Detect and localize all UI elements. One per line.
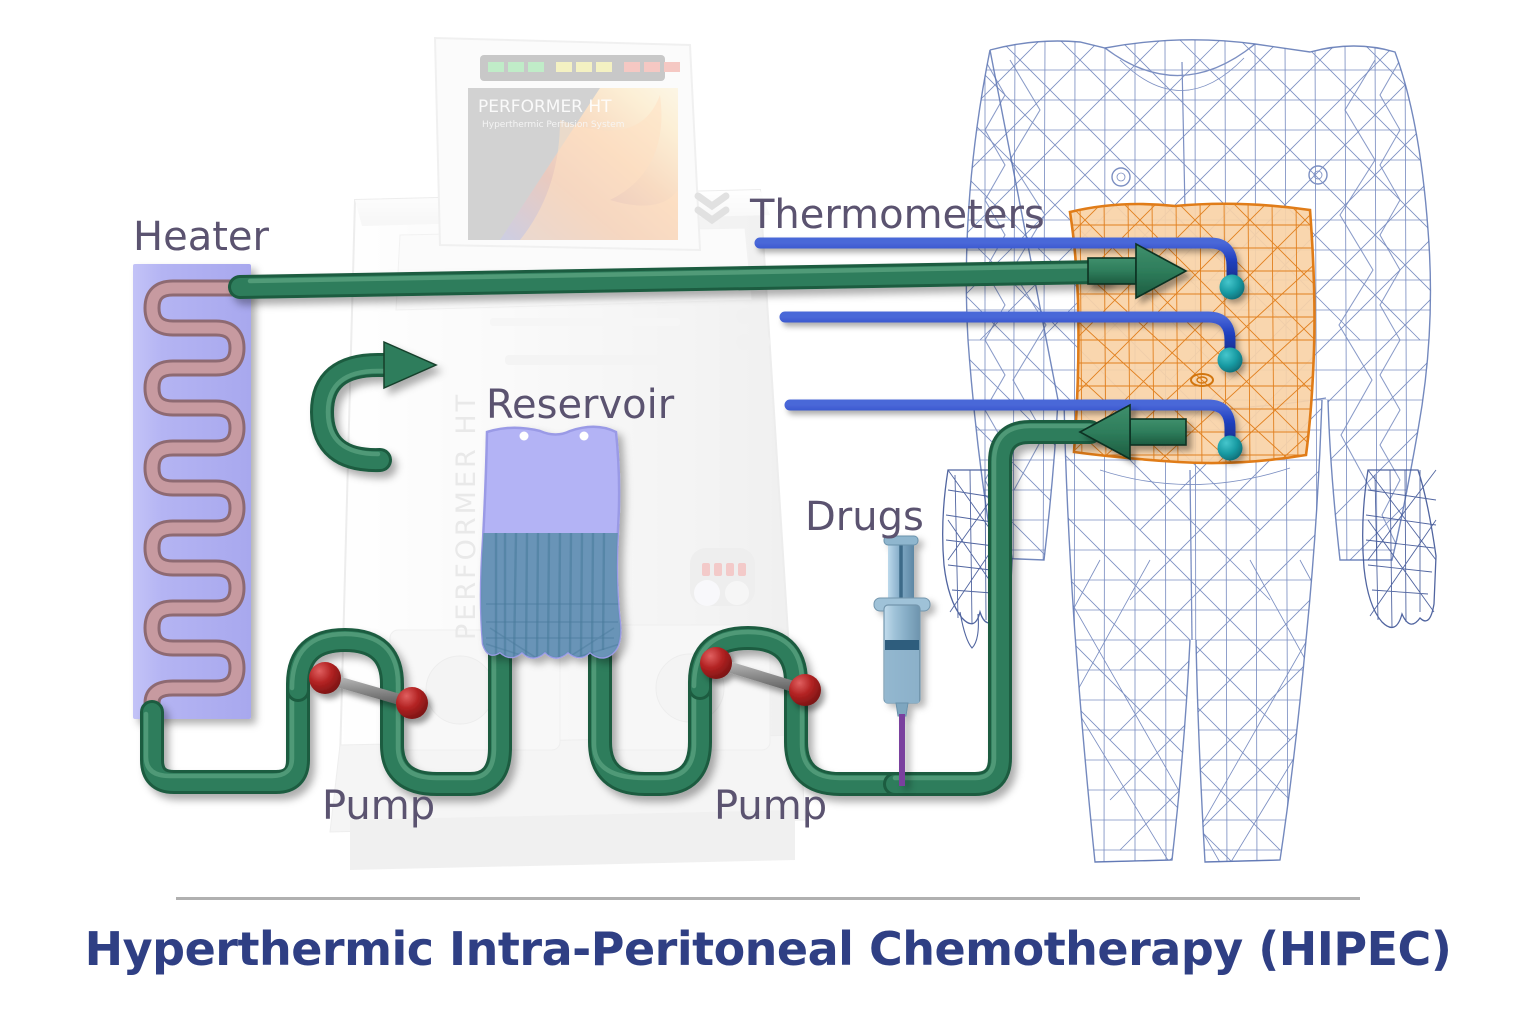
thermometer-tip-2 [1217, 347, 1243, 373]
tube-heater-bottom-to-pump1 [140, 678, 310, 794]
svg-text:PERFORMER HT: PERFORMER HT [451, 392, 482, 640]
label-pump-left: Pump [322, 783, 436, 829]
thermometer-tip-3 [1217, 435, 1243, 461]
label-thermometers: Thermometers [750, 192, 1045, 238]
tube-pump1-arch [286, 628, 512, 796]
flow-arrow-outflow [1078, 403, 1187, 461]
title-divider [176, 897, 1360, 900]
machine-control-panel [690, 548, 755, 606]
label-reservoir: Reservoir [486, 382, 675, 428]
thermometer-probe-3 [784, 399, 1236, 447]
right-hand-mesh [1362, 469, 1437, 629]
label-pump-right: Pump [714, 783, 828, 829]
label-heater: Heater [133, 214, 269, 260]
tube-outflow-riser [883, 420, 1102, 796]
thermometer-tip-1 [1219, 274, 1245, 300]
monitor-led-row [488, 62, 680, 72]
pump-right-mechanism [700, 647, 821, 706]
figure-title: Hyperthermic Intra-Peritoneal Chemothera… [84, 922, 1452, 976]
flow-arrow-inflow [1087, 242, 1188, 300]
svg-text:PERFORMER HT: PERFORMER HT [478, 97, 612, 117]
reservoir-eyelet-left [519, 431, 529, 441]
label-drugs: Drugs [805, 494, 924, 540]
thermometer-probe-1 [754, 237, 1238, 286]
svg-text:Hyperthermic Perfusion System: Hyperthermic Perfusion System [482, 120, 624, 130]
tube-reservoir-to-pump2 [588, 640, 712, 796]
chevron-down-icon [694, 192, 730, 225]
tube-heater-to-patient [228, 260, 1112, 299]
reservoir-eyelet-right [579, 431, 589, 441]
pump-left-mechanism [309, 662, 428, 719]
body-outline [965, 39, 1432, 863]
flow-arrow-heater-loop [309, 340, 438, 473]
thermometer-probe-2 [779, 311, 1236, 359]
syringe-needle [899, 714, 905, 786]
